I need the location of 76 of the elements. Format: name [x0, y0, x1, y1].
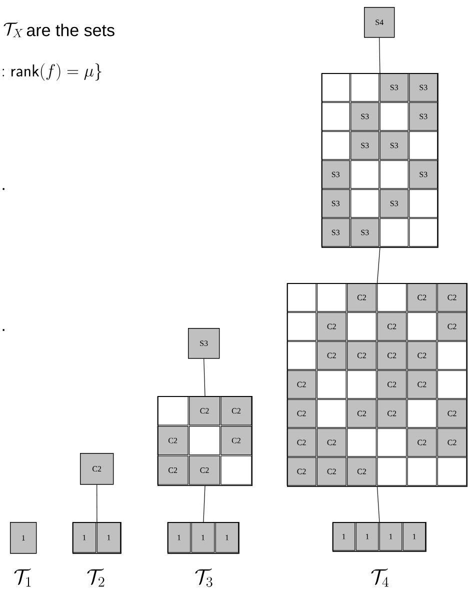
grid-cell: 1: [167, 522, 191, 553]
grid-cell: 1: [332, 522, 356, 551]
grid-cell: 1: [356, 522, 379, 551]
grid-cell: C2: [220, 396, 252, 426]
connector-line: [203, 486, 206, 522]
grid: [168, 522, 240, 554]
grid-cell: C2: [437, 283, 467, 312]
connector-line: [204, 358, 206, 396]
formula-text: $\mathcal{T}_X$: [4, 22, 23, 38]
label-box: S4: [364, 7, 395, 38]
connector-line: [376, 248, 380, 284]
grid-cell: C2: [286, 399, 316, 428]
grid-cell: C2: [286, 457, 316, 486]
grid-cell: C2: [347, 341, 376, 370]
connector-line: [96, 484, 98, 522]
grid-cell: S3: [409, 73, 438, 102]
grid-cell: S3: [350, 102, 380, 131]
grid-cell: S3: [409, 102, 438, 131]
grid-cell: 1: [96, 522, 121, 553]
grid-cell: C2: [316, 428, 346, 457]
formula-text: ${:}\ \mathsf{rank}(f) = \mu\}$: [2, 63, 102, 81]
grid-cell: C2: [316, 457, 346, 486]
grid-cell: C2: [347, 283, 376, 312]
grid-cell: C2: [377, 312, 407, 341]
grid-cell: C2: [437, 312, 467, 341]
formula-text: $\mathcal{T}_1$: [14, 568, 31, 587]
grid-cell: C2: [437, 399, 467, 428]
formula-text: $\mathcal{T}_3$: [195, 568, 212, 587]
grid: [158, 396, 252, 486]
grid-cell: C2: [407, 341, 437, 370]
grid-cell: C2: [286, 428, 316, 457]
formula-text: $\mathcal{T}_4$: [371, 568, 389, 587]
grid-cell: 1: [72, 522, 96, 553]
connector-line: [379, 37, 380, 74]
grid: [332, 522, 426, 552]
label-box: C2: [80, 453, 114, 485]
grid-cell: 1: [215, 522, 239, 553]
grid-cell: C2: [407, 370, 437, 399]
grid-cell: C2: [377, 341, 407, 370]
grid-cell: C2: [347, 399, 376, 428]
grid-cell: S3: [321, 160, 350, 189]
text: .: [2, 329, 4, 331]
formula-text: $\mathcal{T}_2$: [87, 568, 104, 587]
connector-line: [376, 486, 380, 522]
grid-cell: 1: [402, 522, 426, 551]
grid-cell: S3: [380, 189, 408, 218]
grid-cell: C2: [189, 396, 220, 426]
grid-cell: C2: [286, 370, 316, 399]
grid: [322, 73, 438, 248]
grid-cell: 1: [379, 522, 402, 551]
grid-cell: C2: [316, 312, 346, 341]
grid-cell: S3: [321, 189, 350, 218]
grid-cell: C2: [377, 370, 407, 399]
grid-cell: S3: [350, 131, 380, 160]
label-box: 1: [10, 522, 37, 554]
text: are the sets: [26, 24, 114, 36]
grid-cell: C2: [189, 456, 220, 485]
text: .: [2, 188, 4, 190]
grid-cell: S3: [380, 131, 408, 160]
grid-cell: C2: [157, 426, 188, 456]
grid-cell: C2: [157, 456, 188, 485]
grid-cell: C2: [220, 426, 252, 456]
grid: [72, 522, 122, 554]
grid: [287, 283, 468, 487]
grid-cell: S3: [380, 73, 408, 102]
grid-cell: S3: [409, 160, 438, 189]
grid-cell: C2: [377, 399, 407, 428]
grid-cell: C2: [437, 428, 467, 457]
grid-cell: S3: [321, 218, 350, 247]
grid-cell: C2: [407, 428, 437, 457]
grid-cell: S3: [350, 218, 380, 247]
label-box: S3: [188, 328, 220, 359]
grid-cell: C2: [316, 341, 346, 370]
grid-cell: C2: [407, 283, 437, 312]
grid-cell: C2: [347, 457, 376, 486]
grid-cell: 1: [191, 522, 215, 553]
